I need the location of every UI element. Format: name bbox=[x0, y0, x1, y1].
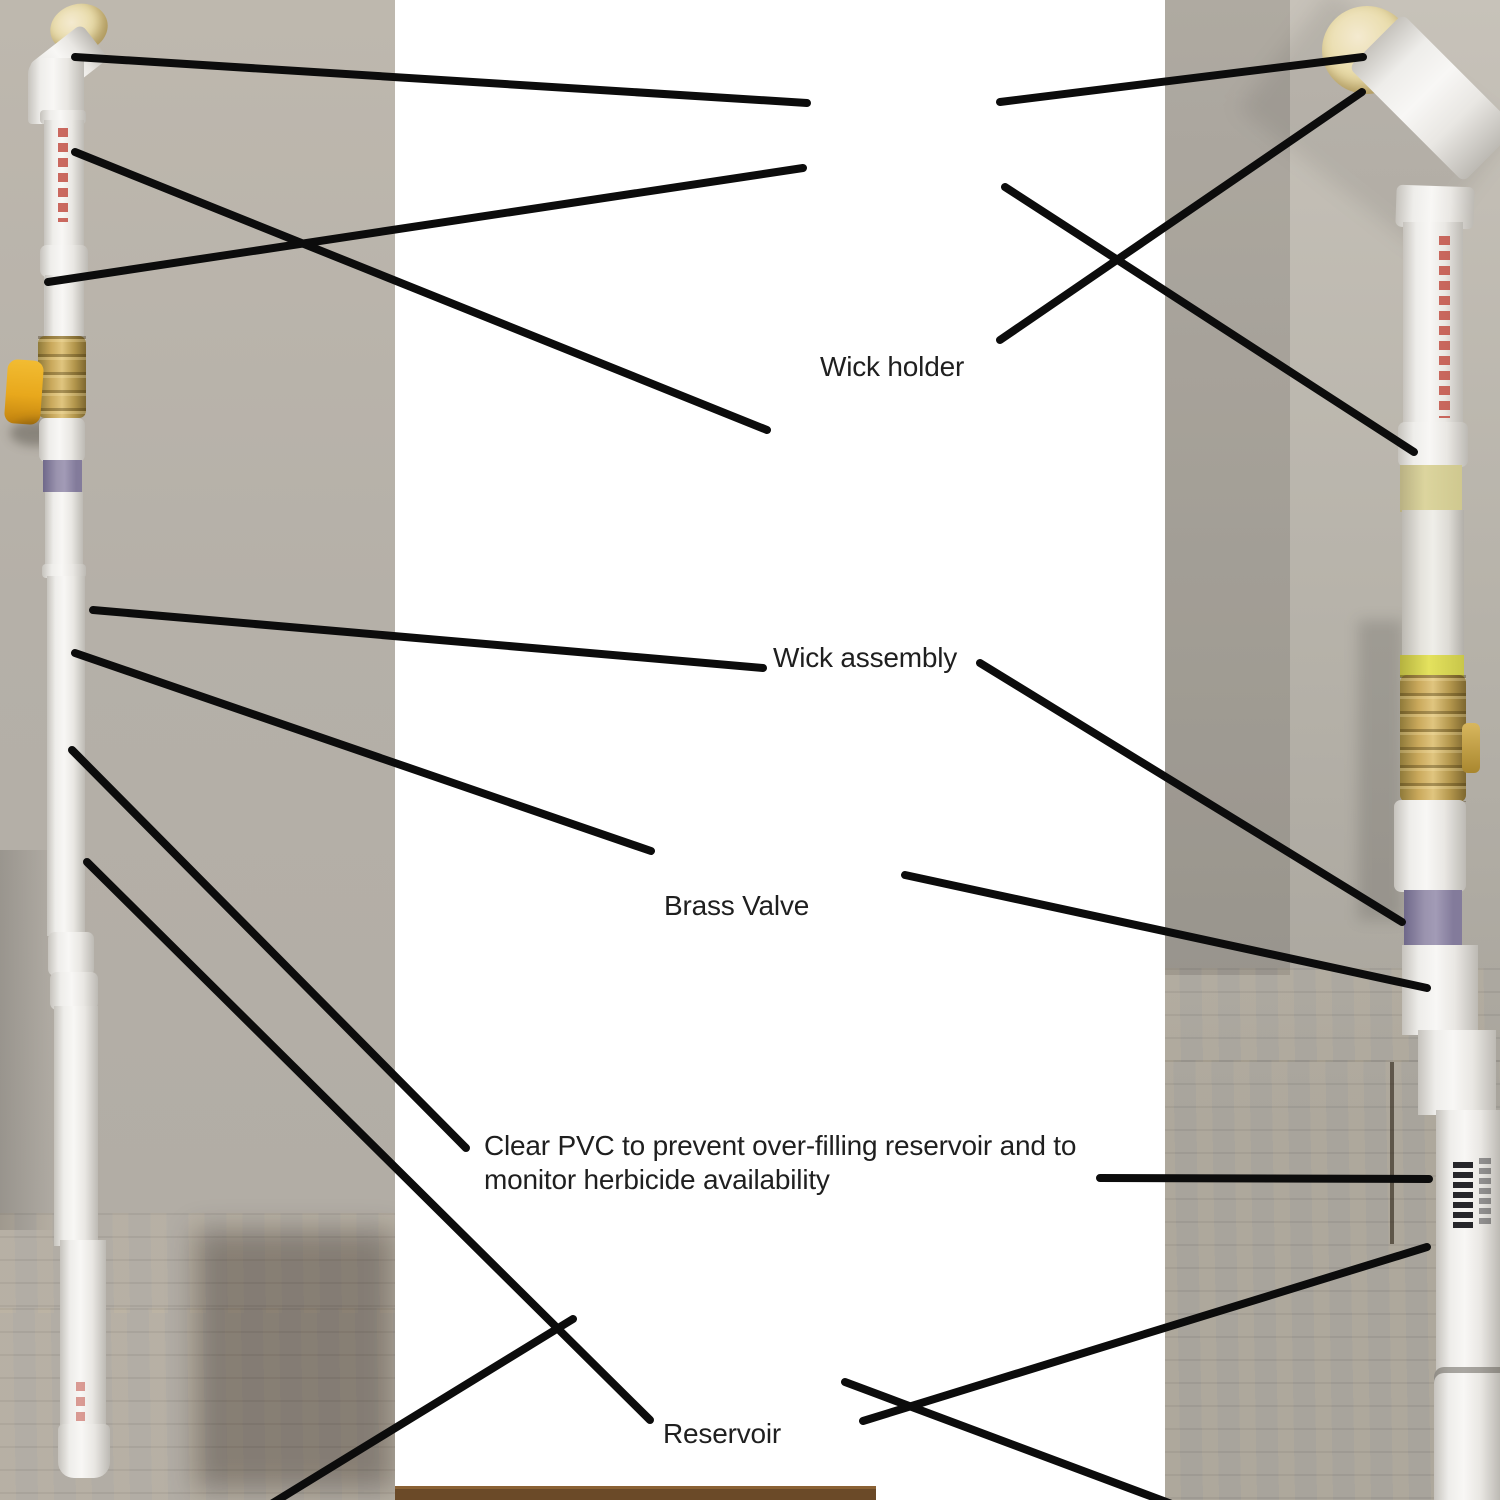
right-wick-tube bbox=[1403, 222, 1463, 427]
label-wick-assembly: Wick assembly bbox=[773, 642, 958, 673]
right-reservoir-pipe3 bbox=[1436, 1110, 1500, 1380]
right-coupling-big bbox=[1394, 800, 1466, 892]
left-pipe-mid bbox=[45, 492, 83, 568]
left-pipe-print-red bbox=[58, 128, 68, 222]
left-brass-valve bbox=[38, 336, 86, 418]
annotation-line bbox=[68, 746, 470, 1152]
right-reservoir-pipe bbox=[1402, 945, 1478, 1035]
right-pipe-print-red bbox=[1439, 236, 1450, 418]
annotation-line bbox=[1096, 1174, 1433, 1183]
plank-seam bbox=[1390, 1062, 1394, 1244]
annotation-line bbox=[71, 649, 655, 855]
right-pipe-print-black2 bbox=[1479, 1158, 1491, 1224]
label-reservoir: Reservoir bbox=[663, 1418, 782, 1449]
left-bell-fitting bbox=[50, 972, 98, 1010]
right-yellow-ring bbox=[1400, 655, 1464, 677]
white-label-band bbox=[395, 0, 1165, 1500]
left-reservoir-pipe bbox=[54, 1006, 98, 1246]
annotation-line bbox=[859, 1243, 1431, 1425]
right-pipe-pale bbox=[1402, 510, 1464, 657]
annotation-line bbox=[996, 88, 1366, 344]
valve-ridges bbox=[1400, 675, 1466, 802]
right-brass-valve bbox=[1400, 675, 1480, 802]
left-pipe-print-red-low bbox=[76, 1382, 85, 1430]
annotation-line bbox=[44, 164, 807, 286]
annotation-line bbox=[270, 1315, 577, 1500]
annotation-line bbox=[996, 53, 1367, 106]
right-yellow-section bbox=[1400, 465, 1462, 512]
left-coupling-mid bbox=[39, 418, 85, 462]
annotation-line bbox=[71, 148, 771, 434]
left-bottom-cap bbox=[58, 1424, 110, 1478]
right-bottom-coupling bbox=[1434, 1367, 1500, 1500]
left-reservoir-pipe-lower bbox=[60, 1240, 106, 1430]
annotation-line bbox=[901, 871, 1431, 992]
annotation-line bbox=[976, 659, 1406, 926]
right-sight-glass bbox=[1404, 890, 1462, 947]
left-union-coupling bbox=[40, 245, 88, 277]
wood-strip-bottom bbox=[395, 1486, 876, 1500]
left-coupling-ring2 bbox=[42, 564, 86, 578]
valve-ridges bbox=[38, 336, 86, 418]
annotation-line bbox=[89, 606, 767, 672]
label-brass-valve: Brass Valve bbox=[664, 890, 810, 921]
right-pipe-print-black bbox=[1453, 1162, 1473, 1230]
label-wick-holder: Wick holder bbox=[820, 351, 965, 382]
left-sight-glass bbox=[43, 460, 82, 492]
annotation-line bbox=[841, 1378, 1173, 1500]
left-coupling-low bbox=[48, 932, 94, 976]
annotation-line bbox=[1001, 183, 1418, 456]
right-reservoir-pipe2 bbox=[1418, 1030, 1496, 1115]
right-valve-handle bbox=[1462, 723, 1480, 773]
label-clear-pvc-note: Clear PVC to prevent over-filling reserv… bbox=[484, 1130, 1077, 1196]
annotation-line bbox=[71, 53, 811, 107]
